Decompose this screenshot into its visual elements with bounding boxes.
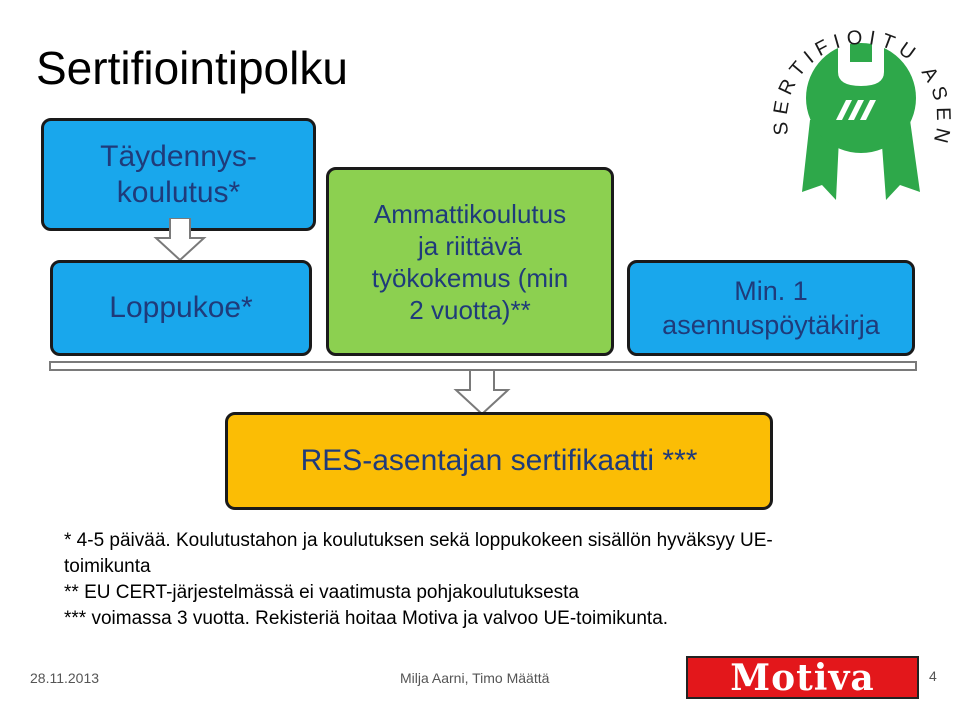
badge-circle	[806, 43, 916, 153]
installation-record-line2: asennuspöytäkirja	[662, 310, 880, 340]
final-exam-box: Loppukoe*	[50, 260, 312, 356]
supplementary-training-line2: koulutus*	[116, 175, 241, 209]
certificate-box: RES-asentajan sertifikaatti ***	[225, 412, 773, 510]
footer-date: 28.11.2013	[30, 670, 100, 686]
certified-installer-badge: SERTIFIOITU ASENTAJA	[762, 0, 948, 200]
vocational-training-line4: 2 vuotta)**	[409, 294, 531, 325]
final-exam-label: Loppukoe*	[109, 291, 253, 324]
wrench-icon	[838, 44, 884, 86]
footnote-line2: toimikunta	[64, 556, 151, 577]
vocational-training-line2: ja riittävä	[417, 230, 523, 261]
footnotes: * 4-5 päivää. Koulutustahon ja koulutuks…	[64, 528, 944, 632]
down-arrow-icon	[453, 369, 511, 416]
installation-record-box: Min. 1 asennuspöytäkirja	[627, 260, 915, 356]
vocational-training-box: Ammattikoulutus ja riittävä työkokemus (…	[326, 167, 614, 356]
slash-marks-icon	[836, 100, 876, 120]
supplementary-training-line1: Täydennys-	[100, 139, 257, 173]
supplementary-training-box: Täydennys- koulutus*	[41, 118, 316, 231]
footnote-line1: * 4-5 päivää. Koulutustahon ja koulutuks…	[64, 530, 773, 551]
page-number: 4	[929, 668, 937, 684]
installation-record-line1: Min. 1	[734, 276, 808, 306]
footnote-line3: ** EU CERT-järjestelmässä ei vaatimusta …	[64, 582, 579, 603]
slide-title: Sertifiointipolku	[36, 42, 348, 94]
footnote-line4: *** voimassa 3 vuotta. Rekisteriä hoitaa…	[64, 608, 669, 629]
connector-bar	[49, 361, 917, 416]
motiva-logo: Motiva	[686, 656, 919, 699]
vocational-training-line1: Ammattikoulutus	[373, 198, 567, 229]
certificate-label: RES-asentajan sertifikaatti ***	[300, 444, 698, 477]
vocational-training-line3: työkokemus (min	[371, 262, 569, 293]
footer-authors: Milja Aarni, Timo Määttä	[400, 670, 550, 686]
down-arrow-icon	[153, 218, 207, 262]
